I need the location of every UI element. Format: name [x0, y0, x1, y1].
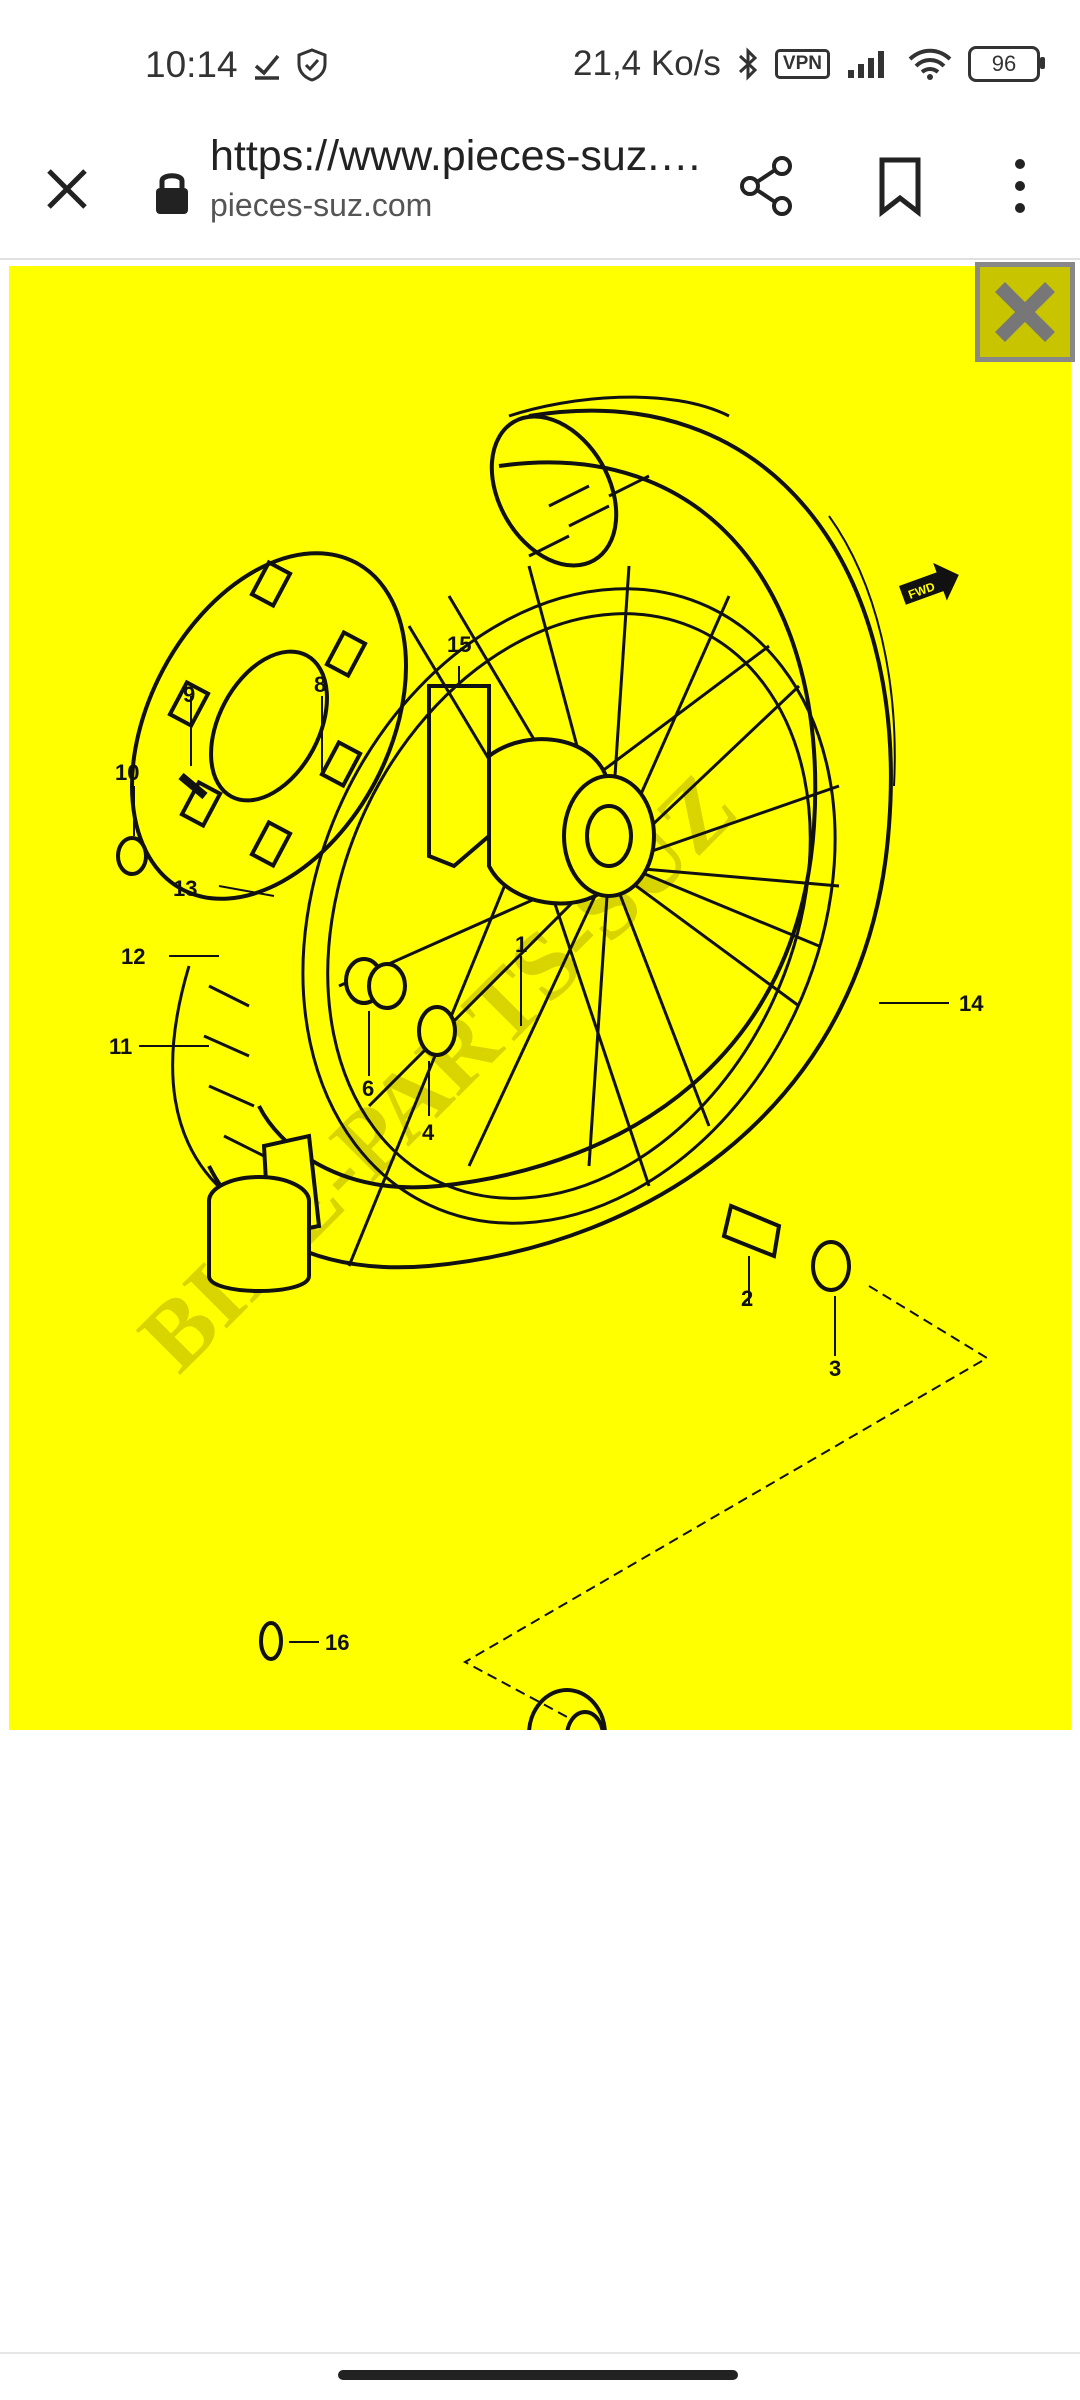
status-left: 10:14	[145, 44, 328, 86]
wifi-icon	[908, 48, 952, 80]
vpn-badge: VPN	[774, 49, 830, 79]
part-label-11: 11	[109, 1034, 132, 1059]
parts-diagram: BIKE-PARTS-SUZ FWD	[9, 266, 1071, 1730]
domain-text: pieces-suz.com	[210, 187, 433, 223]
network-speed: 21,4 Ko/s	[573, 44, 721, 83]
part-label-16: 16	[325, 1630, 349, 1655]
status-right: 21,4 Ko/s VPN 96	[573, 44, 1045, 84]
wheel-exploded-view: BIKE-PARTS-SUZ FWD	[109, 395, 989, 1730]
hub-drawing	[487, 737, 656, 906]
close-x-icon	[995, 282, 1055, 342]
battery-level: 96	[991, 51, 1017, 76]
status-time: 10:14	[145, 44, 238, 85]
tire-drawing	[171, 395, 896, 1270]
url-text[interactable]: https://www.pieces-suz.com	[210, 132, 710, 180]
part-label-8: 8	[314, 672, 326, 697]
part-label-9: 9	[183, 682, 195, 707]
part-label-12: 12	[121, 944, 145, 969]
part-label-14: 14	[959, 991, 984, 1016]
signal-icon	[848, 51, 884, 78]
toolbar-divider	[0, 258, 1080, 260]
url-bar[interactable]: https://www.pieces-suz.com pieces-suz.co…	[210, 132, 710, 224]
part-label-4: 4	[422, 1120, 435, 1145]
bookmark-icon[interactable]	[868, 154, 932, 218]
part-label-3: 3	[829, 1356, 841, 1381]
close-icon[interactable]	[36, 158, 98, 220]
brake-disc-drawing	[129, 551, 409, 901]
leader-lines	[133, 666, 949, 1643]
part-label-6: 6	[362, 1076, 374, 1101]
fwd-arrow-icon: FWD	[899, 562, 959, 605]
download-done-icon	[254, 54, 279, 80]
part-label-10: 10	[115, 760, 139, 785]
part-label-2: 2	[741, 1286, 753, 1311]
home-indicator[interactable]	[338, 2370, 738, 2380]
status-bar: 10:14 21,4 Ko/s VPN 96	[0, 0, 1080, 120]
share-icon[interactable]	[736, 154, 800, 218]
bluetooth-icon	[738, 47, 758, 81]
lock-icon	[156, 173, 188, 214]
part-label-13: 13	[173, 876, 197, 901]
more-vert-icon[interactable]	[1000, 154, 1040, 218]
bottom-divider	[0, 2352, 1080, 2354]
close-ad-button[interactable]	[975, 262, 1075, 362]
browser-toolbar: https://www.pieces-suz.com pieces-suz.co…	[0, 120, 1080, 260]
shield-icon	[297, 48, 327, 82]
battery-icon: 96	[968, 46, 1045, 82]
small-parts-drawing	[116, 684, 851, 1730]
assembly-lines	[462, 1285, 989, 1719]
part-label-1: 1	[515, 932, 527, 957]
part-label-15: 15	[447, 632, 471, 657]
rim-drawing	[301, 587, 837, 1225]
